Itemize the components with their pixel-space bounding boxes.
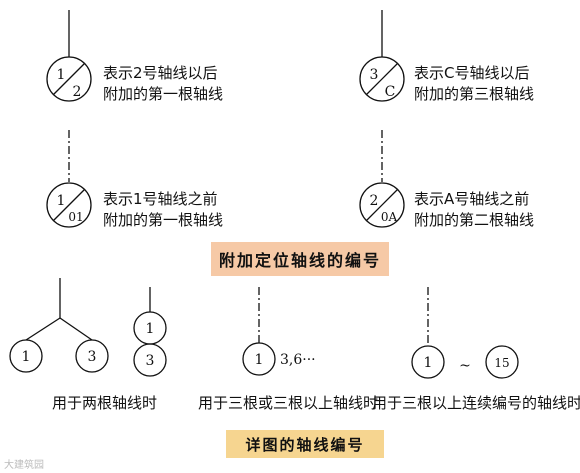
denominator: C: [385, 84, 396, 100]
circle-number: 1: [424, 355, 433, 371]
range-tilde: ~: [459, 358, 471, 374]
axis-symbol-circle: [359, 182, 405, 228]
description-line2: 附加的第一根轴线: [103, 85, 223, 103]
description-line2: 附加的第二根轴线: [414, 211, 534, 229]
watermark: 大建筑园: [4, 460, 44, 471]
axis-symbol-slash: [52, 188, 86, 222]
numerator: 1: [57, 67, 66, 83]
description-line1: 表示1号轴线之前: [103, 190, 218, 208]
detail-circle-right: [75, 339, 109, 373]
usage-label: 用于三根或三根以上轴线时: [198, 394, 378, 412]
usage-label: 用于三根以上连续编号的轴线时: [372, 394, 580, 412]
axis-symbol-circle: [46, 56, 92, 102]
detail-circle-single: [242, 342, 276, 376]
axis-symbol-circle: [359, 56, 405, 102]
circle-number: 15: [494, 356, 509, 370]
axis-symbol-circle: [46, 182, 92, 228]
description-line2: 附加的第三根轴线: [414, 85, 534, 103]
circle-number: 3: [146, 353, 155, 369]
numerator: 2: [370, 193, 379, 209]
caption-detail-axes: 详图的轴线编号: [226, 430, 384, 458]
numerator: 3: [370, 67, 379, 83]
stack-circle-bottom: [133, 343, 167, 377]
denominator: 0A: [381, 210, 398, 224]
denominator: 01: [68, 210, 83, 224]
axis-symbol-slash: [365, 62, 399, 96]
description-line2: 附加的第一根轴线: [103, 211, 223, 229]
detail-circle-end: [485, 345, 519, 379]
denominator: 2: [73, 84, 82, 100]
usage-label: 用于两根轴线时: [52, 394, 157, 412]
circle-number: 1: [146, 321, 155, 337]
caption-additional-axes: 附加定位轴线的编号: [211, 242, 389, 276]
axis-list: 3,6···: [280, 352, 316, 368]
description-line1: 表示A号轴线之前: [414, 190, 529, 208]
axis-symbol-slash: [52, 62, 86, 96]
circle-number: 1: [255, 352, 264, 368]
fork-left-branch: [25, 317, 61, 341]
circle-number: 1: [22, 349, 31, 365]
detail-circle-start: [411, 345, 445, 379]
circle-number: 3: [88, 349, 97, 365]
detail-circle-left: [9, 339, 43, 373]
axis-symbol-slash: [365, 188, 399, 222]
description-line1: 表示C号轴线以后: [414, 64, 529, 82]
description-line1: 表示2号轴线以后: [103, 64, 218, 82]
numerator: 1: [57, 193, 66, 209]
fork-right-branch: [59, 317, 93, 341]
